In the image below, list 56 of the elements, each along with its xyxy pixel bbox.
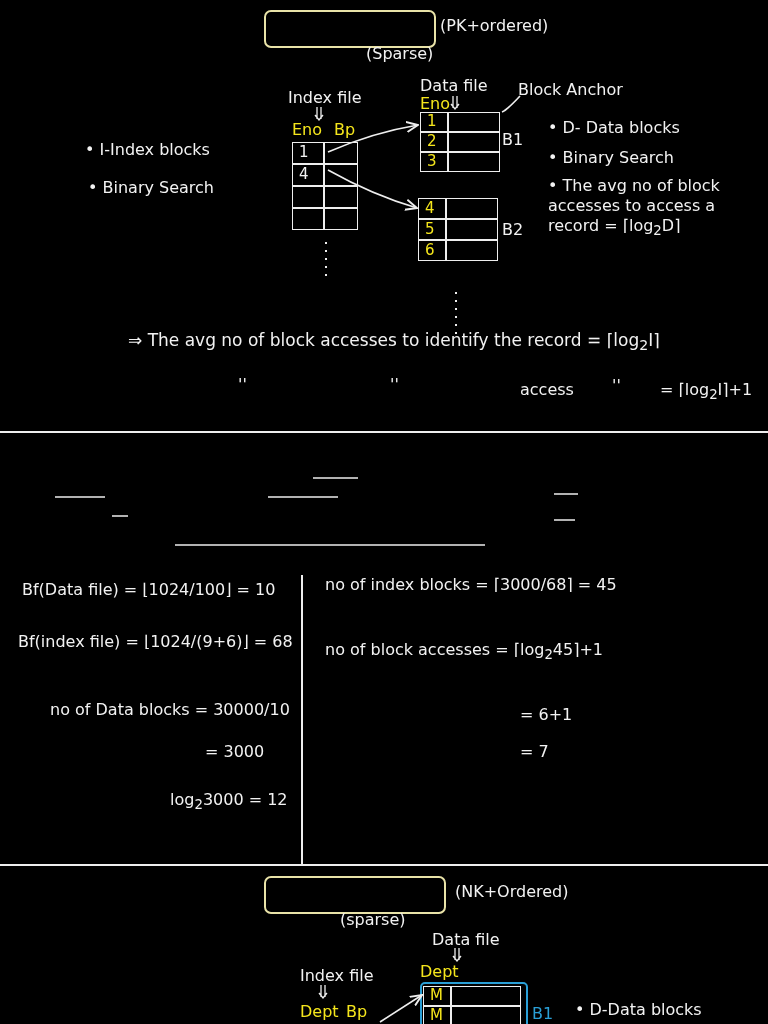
arrow (327, 121, 419, 153)
note-text: access (520, 380, 574, 400)
arrow (327, 169, 418, 211)
caption-text: Index file (288, 88, 362, 108)
table-cell: 6 (418, 240, 446, 261)
table-cell: M (423, 1006, 451, 1024)
table-cell: 2 (420, 132, 448, 152)
note-text: = 3000 (205, 742, 265, 762)
table-cell: 1 (420, 112, 448, 132)
note-text: • The avg no of block accesses to access a record = ⌈log$_{2}$D⌉ (548, 176, 721, 240)
empty-box (264, 10, 436, 48)
note-text: '' (612, 376, 621, 396)
note-text: Bf(index file) = ⌊1024/(9+6)⌋ = 68 (18, 632, 293, 652)
leader-line (501, 95, 521, 113)
side-note: B1 (532, 1004, 554, 1024)
note-text: = 7 (520, 742, 549, 762)
caption-text: Data file (432, 930, 500, 950)
note-text: • D- Data blocks (548, 118, 680, 138)
table-cell: 1 (292, 142, 324, 164)
column-header: Bp (346, 1002, 368, 1022)
note-text: • D-Data blocks (575, 1000, 702, 1020)
note-text: no of Data blocks = 30000/10 (50, 700, 290, 720)
caption-text: Data file (420, 76, 488, 96)
side-note: (sparse) (340, 910, 406, 930)
column-header: Dept (420, 962, 459, 982)
table-cell: 3 (420, 152, 448, 172)
note-text: no of block accesses = ⌈log$_{2}$45⌉+1 (325, 640, 604, 664)
note-text: log$_{2}$3000 = 12 (170, 790, 288, 814)
note-text: ⇒ The avg no of block accesses to identify the record = ⌈log$_{2}$I⌉ (128, 330, 660, 356)
note-text: • I-Index blocks (85, 140, 210, 160)
note-text: '' (238, 375, 247, 395)
column-header: Eno (420, 94, 451, 114)
note-text: Bf(Data file) = ⌊1024/100⌋ = 10 (22, 580, 276, 600)
arrow (379, 994, 423, 1023)
caption-text: Index file (300, 966, 374, 986)
column-header: Dept (300, 1002, 339, 1022)
column-header: Bp (334, 120, 356, 140)
note-text: '' (390, 375, 399, 395)
note-text: = 6+1 (520, 705, 573, 725)
side-note: (NK+Ordered) (455, 882, 569, 902)
table-cell: 5 (418, 219, 446, 240)
note-text: no of index blocks = ⌈3000/68⌉ = 45 (325, 575, 617, 595)
note-text: • Binary Search (88, 178, 214, 198)
table (416, 196, 500, 264)
note-text: • Binary Search (548, 148, 674, 168)
side-note: B2 (502, 220, 524, 240)
empty-box (264, 876, 446, 914)
table-cell: 4 (418, 198, 446, 219)
table-cell: 4 (292, 164, 324, 186)
side-note: B1 (502, 130, 524, 150)
note-text: = ⌈log$_{2}$I⌉+1 (660, 380, 753, 404)
caption-text: Block Anchor (518, 80, 623, 100)
column-header: Eno (292, 120, 323, 140)
side-note: (Sparse) (366, 44, 434, 64)
side-note: (PK+ordered) (440, 16, 549, 36)
table-cell: M (423, 986, 451, 1006)
